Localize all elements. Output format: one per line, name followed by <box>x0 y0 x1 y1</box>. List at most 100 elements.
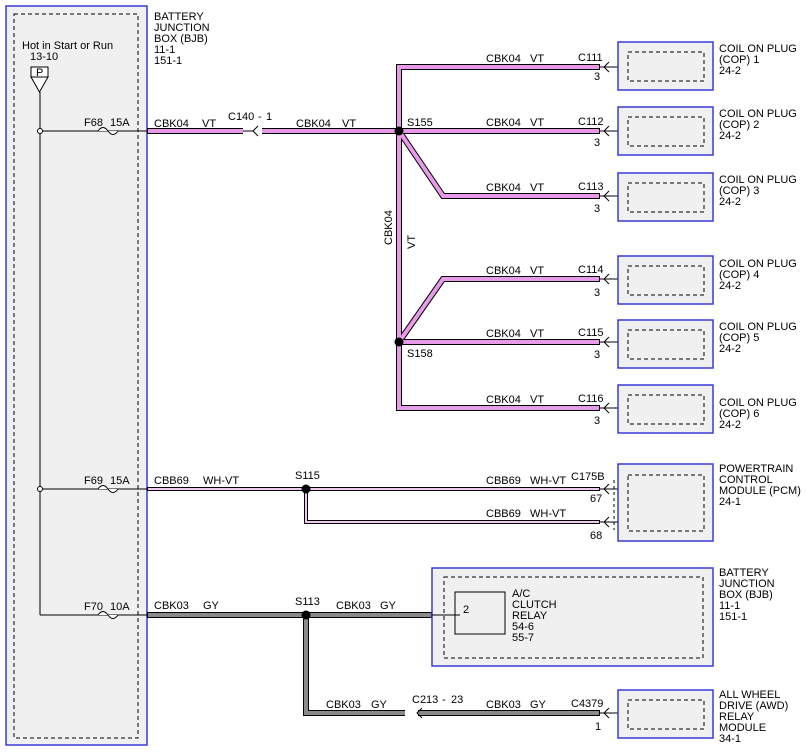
relay-pin: 2 <box>463 604 469 616</box>
wire-color: GY <box>380 600 397 612</box>
wire-code: CBB69 <box>486 475 521 487</box>
wire-code: CBK03 <box>336 600 371 612</box>
relay-label: 54-6 <box>512 621 534 633</box>
bjb-box <box>5 5 148 746</box>
pcm-label: POWERTRAIN <box>719 463 793 475</box>
pcm-module: POWERTRAIN CONTROL MODULE (PCM) 24-1 <box>617 463 801 542</box>
cop-label: 24-2 <box>719 130 741 142</box>
bjb-title-line: 11-1 <box>154 44 175 56</box>
wire-code: CBK04 <box>486 117 521 129</box>
cop-label: 24-2 <box>719 65 741 77</box>
wire-color: GY <box>203 600 220 612</box>
bjb-title-line: BOX (BJB) <box>154 33 208 45</box>
connector-label: C4379 <box>571 698 603 710</box>
awd-label: 34-1 <box>719 733 741 745</box>
fuse-f68-icon <box>97 127 119 135</box>
awd-label: DRIVE (AWD) <box>719 700 788 712</box>
f69-node <box>37 486 43 492</box>
wire-code: CBK03 <box>326 699 361 711</box>
wire-code-vertical: CBK04 <box>383 210 395 245</box>
awd-label: RELAY <box>719 711 755 723</box>
bjb-title-line: JUNCTION <box>154 22 210 34</box>
cop-label: 24-2 <box>719 280 741 292</box>
ac-clutch-relay: 2 A/C CLUTCH RELAY 54-6 55-7 <box>432 588 557 644</box>
pin-label: 3 <box>594 349 600 361</box>
cop-label: COIL ON PLUG <box>719 258 797 270</box>
hot-in-label: Hot in Start or Run <box>22 40 113 52</box>
cop-label: COIL ON PLUG <box>719 43 797 55</box>
wire-code: CBB69 <box>486 508 521 520</box>
wire-color: VT <box>342 118 356 130</box>
wire-code: CBK04 <box>296 118 331 130</box>
pin-label: 3 <box>594 415 600 427</box>
cop-connectors: C111 3 C112 3 C113 3 C114 3 C115 3 C116 … <box>578 52 603 427</box>
c213-pin: 23 <box>451 694 463 706</box>
c140-label: C140 <box>228 111 254 123</box>
cop-2: COIL ON PLUG (COP) 2 24-2 <box>617 106 797 156</box>
splice-s115-label: S115 <box>295 470 320 482</box>
pin-label: 3 <box>594 137 600 149</box>
splice-s158-label: S158 <box>407 348 433 360</box>
cop-label: (COP) 5 <box>719 332 759 344</box>
wire-code: CBK03 <box>486 699 521 711</box>
cop-label: (COP) 4 <box>719 269 759 281</box>
pcm-label: 24-1 <box>719 496 741 508</box>
wire-color-vertical: VT <box>406 235 418 249</box>
bjb2-label: 11-1 <box>719 600 740 612</box>
cop-5: COIL ON PLUG (COP) 5 24-2 <box>617 319 797 369</box>
splice-s155-label: S155 <box>407 117 433 129</box>
connector-label: C175B <box>571 471 605 483</box>
connector-label: C111 <box>578 52 603 64</box>
wh-vt-wire-harness <box>147 487 600 524</box>
wire-code: CBK04 <box>486 53 521 65</box>
wire-color: VT <box>530 53 544 65</box>
f68-node <box>37 128 43 134</box>
c140-pin: 1 <box>266 111 272 123</box>
pin-label: 3 <box>594 71 600 83</box>
cop-3: COIL ON PLUG (COP) 3 24-2 <box>617 172 797 222</box>
bjb2-label: 151-1 <box>719 611 747 623</box>
cop-label: COIL ON PLUG <box>719 321 797 333</box>
splice-s115-dot <box>301 484 311 494</box>
hot-in-ref: 13-10 <box>30 51 58 63</box>
cop-6: COIL ON PLUG (COP) 6 24-2 <box>617 384 797 434</box>
connector-label: C116 <box>578 393 603 405</box>
fuse-f69-name: F69 <box>84 475 103 487</box>
awd-label: ALL WHEEL <box>719 689 780 701</box>
cop-label: 24-2 <box>719 196 741 208</box>
power-source-icon: P <box>30 66 49 94</box>
wire-code: CBB69 <box>154 475 189 487</box>
c140-dash: - <box>258 111 262 123</box>
bjb-inner-outline <box>13 13 139 739</box>
relay-label: RELAY <box>512 610 548 622</box>
wire-color: GY <box>371 699 388 711</box>
splice-s155-dot <box>394 126 404 136</box>
wire-code: CBK04 <box>486 328 521 340</box>
fuse-f69-amp: 15A <box>110 475 130 487</box>
c213-dash: - <box>442 694 446 706</box>
wire-code: CBK04 <box>154 118 189 130</box>
wire-code: CBK04 <box>486 182 521 194</box>
wire-color: VT <box>530 394 544 406</box>
cop-4: COIL ON PLUG (COP) 4 24-2 <box>617 255 797 305</box>
splice-s158-dot <box>394 337 404 347</box>
wire-code: CBK04 <box>486 394 521 406</box>
fuse-f70-amp: 10A <box>110 601 130 613</box>
wire-color: VT <box>530 182 544 194</box>
c140-connector-icon <box>243 125 259 137</box>
cop-label: (COP) 6 <box>719 408 759 420</box>
pin-label: 67 <box>590 493 602 505</box>
cop-label: (COP) 3 <box>719 185 759 197</box>
cop-label: (COP) 1 <box>719 54 759 66</box>
bjb-relay-box: BATTERY JUNCTION BOX (BJB) 11-1 151-1 <box>431 567 775 667</box>
wire-color: VT <box>530 328 544 340</box>
c213-connector-icon <box>416 707 423 719</box>
awd-relay-module: ALL WHEEL DRIVE (AWD) RELAY MODULE 34-1 <box>617 689 788 745</box>
pin-label: 3 <box>594 203 600 215</box>
wire-color: VT <box>202 118 216 130</box>
bjb2-label: BOX (BJB) <box>719 589 773 601</box>
c213-label: C213 <box>412 694 438 706</box>
fuse-f68-name: F68 <box>84 117 103 129</box>
wire-color: WH-VT <box>530 508 566 520</box>
